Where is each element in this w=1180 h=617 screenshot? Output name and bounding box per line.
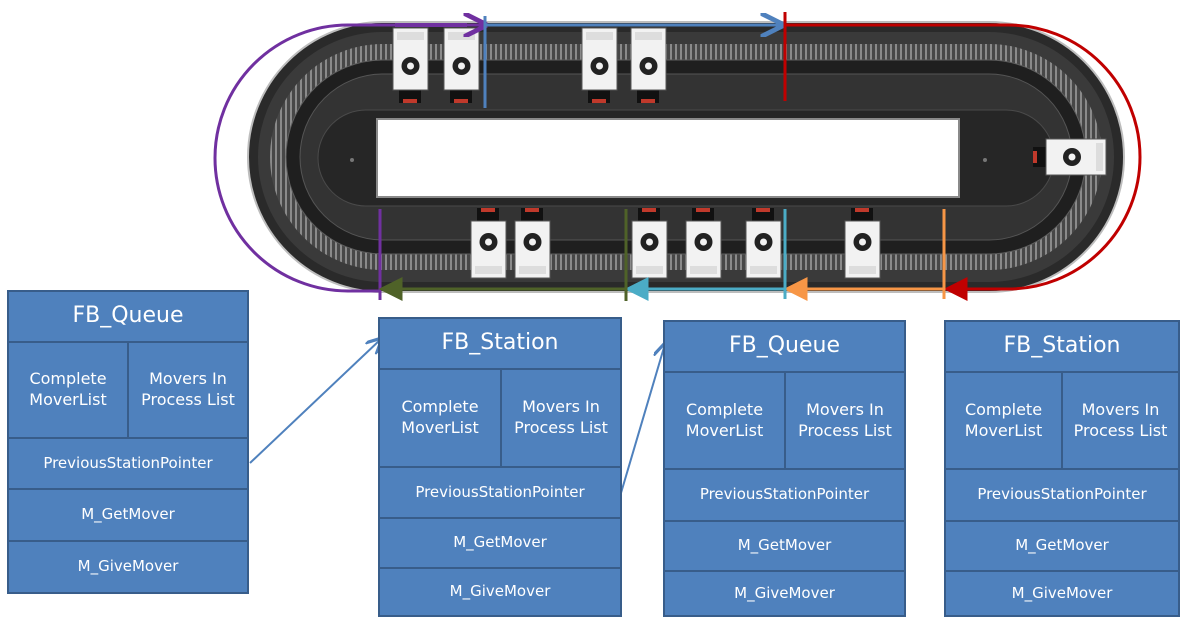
- queue1-zone-arrow: [213, 25, 485, 293]
- mover-icon: [392, 27, 429, 103]
- fb-queue-block-1: FB_Queue Complete MoverList Movers In Pr…: [7, 290, 249, 594]
- m-give-mover: M_GiveMover: [7, 540, 249, 594]
- mover-icon: [631, 208, 668, 279]
- fb-station-block-2: FB_Station Complete MoverList Movers In …: [944, 320, 1180, 617]
- complete-mover-list: Complete MoverList: [663, 371, 786, 470]
- m-give-mover: M_GiveMover: [663, 570, 906, 617]
- fb-station-block-1: FB_Station Complete MoverList Movers In …: [378, 317, 622, 617]
- m-get-mover: M_GetMover: [7, 488, 249, 542]
- block-title: FB_Queue: [7, 290, 249, 343]
- m-give-mover: M_GiveMover: [378, 567, 622, 617]
- previous-station-pointer: PreviousStationPointer: [378, 466, 622, 519]
- movers-in-process-list: Movers In Process List: [127, 341, 249, 439]
- previous-station-pointer: PreviousStationPointer: [944, 468, 1180, 522]
- m-get-mover: M_GetMover: [944, 520, 1180, 572]
- m-get-mover: M_GetMover: [378, 517, 622, 569]
- mover-icon: [844, 208, 881, 279]
- previous-station-pointer: PreviousStationPointer: [663, 468, 906, 522]
- mover-icon: [1033, 138, 1107, 176]
- track-icon: [247, 21, 1125, 293]
- m-give-mover: M_GiveMover: [944, 570, 1180, 617]
- block-title: FB_Station: [378, 317, 622, 370]
- fb-queue-block-2: FB_Queue Complete MoverList Movers In Pr…: [663, 320, 906, 617]
- mover-icon: [514, 208, 551, 279]
- complete-mover-list: Complete MoverList: [944, 371, 1063, 470]
- pointer-arrow-1: [249, 339, 381, 464]
- mover-icon: [685, 208, 722, 279]
- mover-icon: [630, 27, 667, 103]
- mover-icon: [581, 27, 618, 103]
- queue2-zone-arrow: [785, 23, 1142, 301]
- mover-icon: [470, 208, 507, 279]
- m-get-mover: M_GetMover: [663, 520, 906, 572]
- mover-icon: [745, 208, 782, 279]
- movers-in-process-list: Movers In Process List: [500, 368, 622, 468]
- pointer-arrow-2: [620, 344, 665, 494]
- block-title: FB_Station: [944, 320, 1180, 373]
- block-title: FB_Queue: [663, 320, 906, 373]
- previous-station-pointer: PreviousStationPointer: [7, 437, 249, 490]
- movers-in-process-list: Movers In Process List: [1061, 371, 1180, 470]
- mover-icon: [443, 27, 480, 103]
- complete-mover-list: Complete MoverList: [378, 368, 502, 468]
- movers-in-process-list: Movers In Process List: [784, 371, 906, 470]
- complete-mover-list: Complete MoverList: [7, 341, 129, 439]
